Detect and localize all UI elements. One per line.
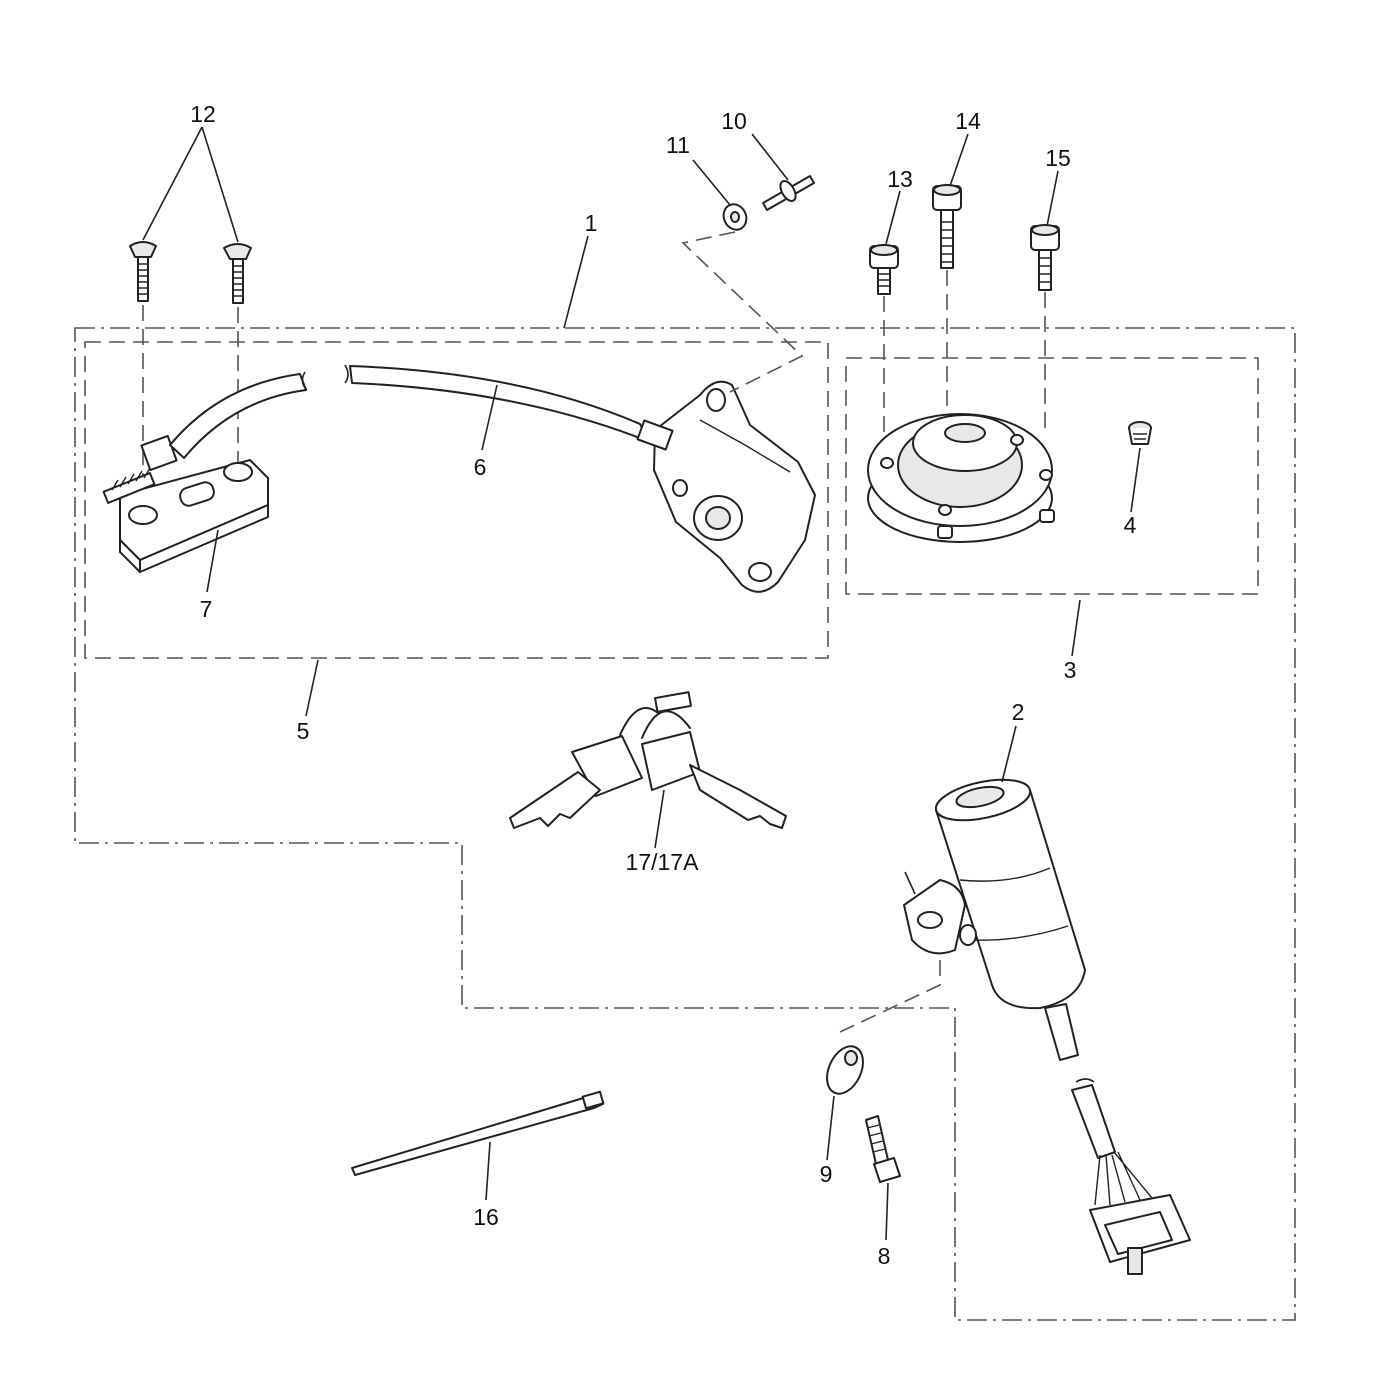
- callout-10: 10: [721, 108, 747, 134]
- cable-tie-16: [351, 1090, 605, 1176]
- bolt-8: [865, 1115, 901, 1183]
- callout-1: 1: [585, 210, 598, 236]
- callout-5: 5: [297, 718, 310, 744]
- screw-15: [1030, 224, 1060, 291]
- screw-12b: [223, 243, 252, 304]
- callout-17-17a: 17/17A: [626, 849, 700, 875]
- filler-cap-3: [867, 413, 1055, 543]
- wire-connector: [1071, 1078, 1191, 1275]
- callout-9: 9: [820, 1161, 833, 1187]
- assembly-boundary-3: [845, 357, 1259, 595]
- seat-lock-plate-7: [102, 373, 307, 573]
- ignition-switch-2: [903, 778, 1086, 1061]
- callout-2: 2: [1012, 699, 1025, 725]
- callout-7: 7: [200, 596, 213, 622]
- grommet-4: [1128, 421, 1152, 445]
- stud-pin-10: [762, 175, 815, 211]
- keys-17: [509, 691, 787, 829]
- screw-14: [932, 184, 962, 269]
- callout-3: 3: [1064, 657, 1077, 683]
- callout-16: 16: [473, 1204, 499, 1230]
- callout-8: 8: [878, 1243, 891, 1269]
- assembly-boundary-1: [74, 327, 1296, 1321]
- cable-6: [301, 364, 651, 443]
- callout-6: 6: [474, 454, 487, 480]
- callout-15: 15: [1045, 145, 1071, 171]
- screw-12a: [129, 241, 157, 302]
- callout-11: 11: [666, 132, 690, 158]
- callout-13: 13: [887, 166, 913, 192]
- callout-14: 14: [955, 108, 981, 134]
- callout-12: 12: [190, 101, 216, 127]
- seat-lock-mechanism: [636, 380, 816, 593]
- callout-4: 4: [1124, 512, 1137, 538]
- assembly-boundary-5: [84, 341, 829, 659]
- washer-9: [826, 1045, 864, 1095]
- screw-13: [869, 244, 899, 295]
- washer-11: [722, 203, 748, 231]
